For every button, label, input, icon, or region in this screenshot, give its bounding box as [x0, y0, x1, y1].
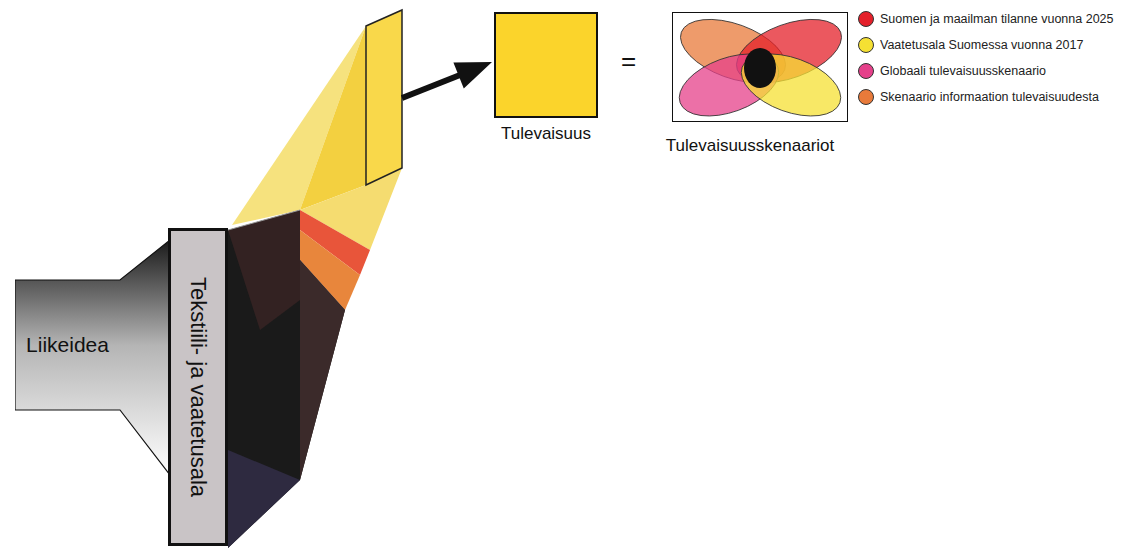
legend-text: Skenaario informaation tulevaisuudesta	[880, 90, 1099, 104]
yellow-square	[494, 12, 598, 118]
funnel-shape	[15, 240, 170, 475]
venn-diagram	[673, 13, 847, 121]
scenario-box: Tulevaisuusskenaariot	[645, 12, 855, 172]
legend-row: Suomen ja maailman tilanne vuonna 2025	[858, 6, 1114, 32]
projection-plane	[366, 10, 402, 185]
venn-core	[744, 48, 776, 88]
legend-swatch	[858, 89, 874, 105]
legend-text: Vaatetusala Suomessa vuonna 2017	[880, 38, 1083, 52]
legend-row: Globaali tulevaisuusskenaario	[858, 58, 1114, 84]
prism-face	[228, 210, 300, 330]
node-label: Tulevaisuusskenaariot	[645, 136, 855, 156]
arrow-head	[453, 62, 492, 88]
node-label: Tulevaisuus	[474, 124, 618, 144]
node-label: Liikeidea	[26, 333, 109, 357]
funnel-outline	[15, 240, 170, 475]
funnel-text-area: Liikeidea	[15, 280, 120, 410]
prism-face	[228, 450, 300, 548]
legend-swatch	[858, 63, 874, 79]
prism-edge	[228, 210, 300, 230]
future-square: Tulevaisuus	[494, 12, 598, 162]
legend-swatch	[858, 37, 874, 53]
legend-text: Suomen ja maailman tilanne vuonna 2025	[880, 12, 1114, 26]
equals-sign: =	[621, 46, 636, 77]
prism-face	[300, 260, 345, 480]
venn-ellipse	[733, 42, 847, 121]
venn-ellipse	[673, 42, 787, 121]
legend-text: Globaali tulevaisuusskenaario	[880, 64, 1046, 78]
venn-frame	[672, 12, 848, 122]
prism	[228, 210, 345, 548]
arrow-shaft	[402, 75, 460, 98]
input-funnel: Liikeidea	[15, 240, 170, 475]
vertical-label: Tekstiili- ja vaatetusala	[185, 277, 211, 497]
light-beam	[300, 26, 366, 210]
legend-row: Skenaario informaation tulevaisuudesta	[858, 84, 1114, 110]
legend-swatch	[858, 11, 874, 27]
legend: Suomen ja maailman tilanne vuonna 2025Va…	[858, 6, 1114, 110]
industry-bar: Tekstiili- ja vaatetusala	[168, 228, 228, 546]
legend-row: Vaatetusala Suomessa vuonna 2017	[858, 32, 1114, 58]
